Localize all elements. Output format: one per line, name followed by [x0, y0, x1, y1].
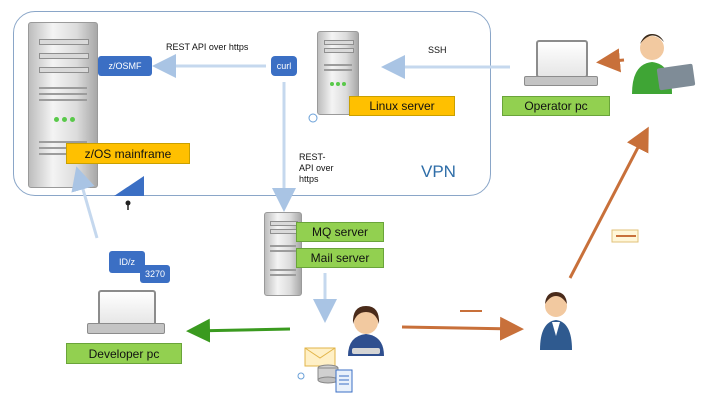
zos-mainframe-label: z/OS mainframe	[66, 143, 190, 164]
operator-laptop-base	[524, 76, 598, 86]
mq-server-icon	[264, 212, 302, 296]
curl-box: curl	[271, 56, 297, 76]
vpn-boundary	[13, 11, 491, 196]
mq-server-label: MQ server	[296, 222, 384, 242]
arrow-operator-to-laptop	[596, 48, 625, 73]
arrow-to-developer	[186, 318, 291, 343]
zosmf-box: z/OSMF	[98, 56, 152, 76]
rest-api-vertical-label-3: https	[299, 174, 319, 184]
n3270-box: 3270	[140, 265, 170, 283]
linux-server-label: Linux server	[349, 96, 455, 116]
support-person-icon	[540, 292, 572, 350]
marker-circle	[308, 113, 318, 123]
operator-person-icon	[632, 34, 696, 94]
rest-api-top-label: REST API over https	[166, 42, 249, 52]
developer-laptop-icon	[98, 290, 156, 326]
arrow-user-to-person	[401, 316, 524, 341]
arrow-dev-to-mainframe	[71, 166, 99, 239]
vpn-label: VPN	[421, 162, 456, 181]
user-person-icon	[348, 306, 384, 356]
arrow-person-to-operator	[568, 126, 649, 279]
rest-api-vertical-label-2: API over	[299, 163, 334, 173]
security-icon	[114, 176, 144, 210]
marker-circle	[297, 372, 305, 380]
idz-box: ID/z	[109, 251, 145, 273]
ssh-label: SSH	[428, 45, 447, 55]
operator-laptop-icon	[536, 40, 588, 78]
mail-document-icons	[304, 347, 353, 393]
rest-api-vertical-label-1: REST-	[299, 152, 326, 162]
mail-server-label: Mail server	[296, 248, 384, 268]
developer-laptop-base	[87, 323, 165, 334]
operator-pc-label: Operator pc	[502, 96, 610, 116]
developer-pc-label: Developer pc	[66, 343, 182, 364]
